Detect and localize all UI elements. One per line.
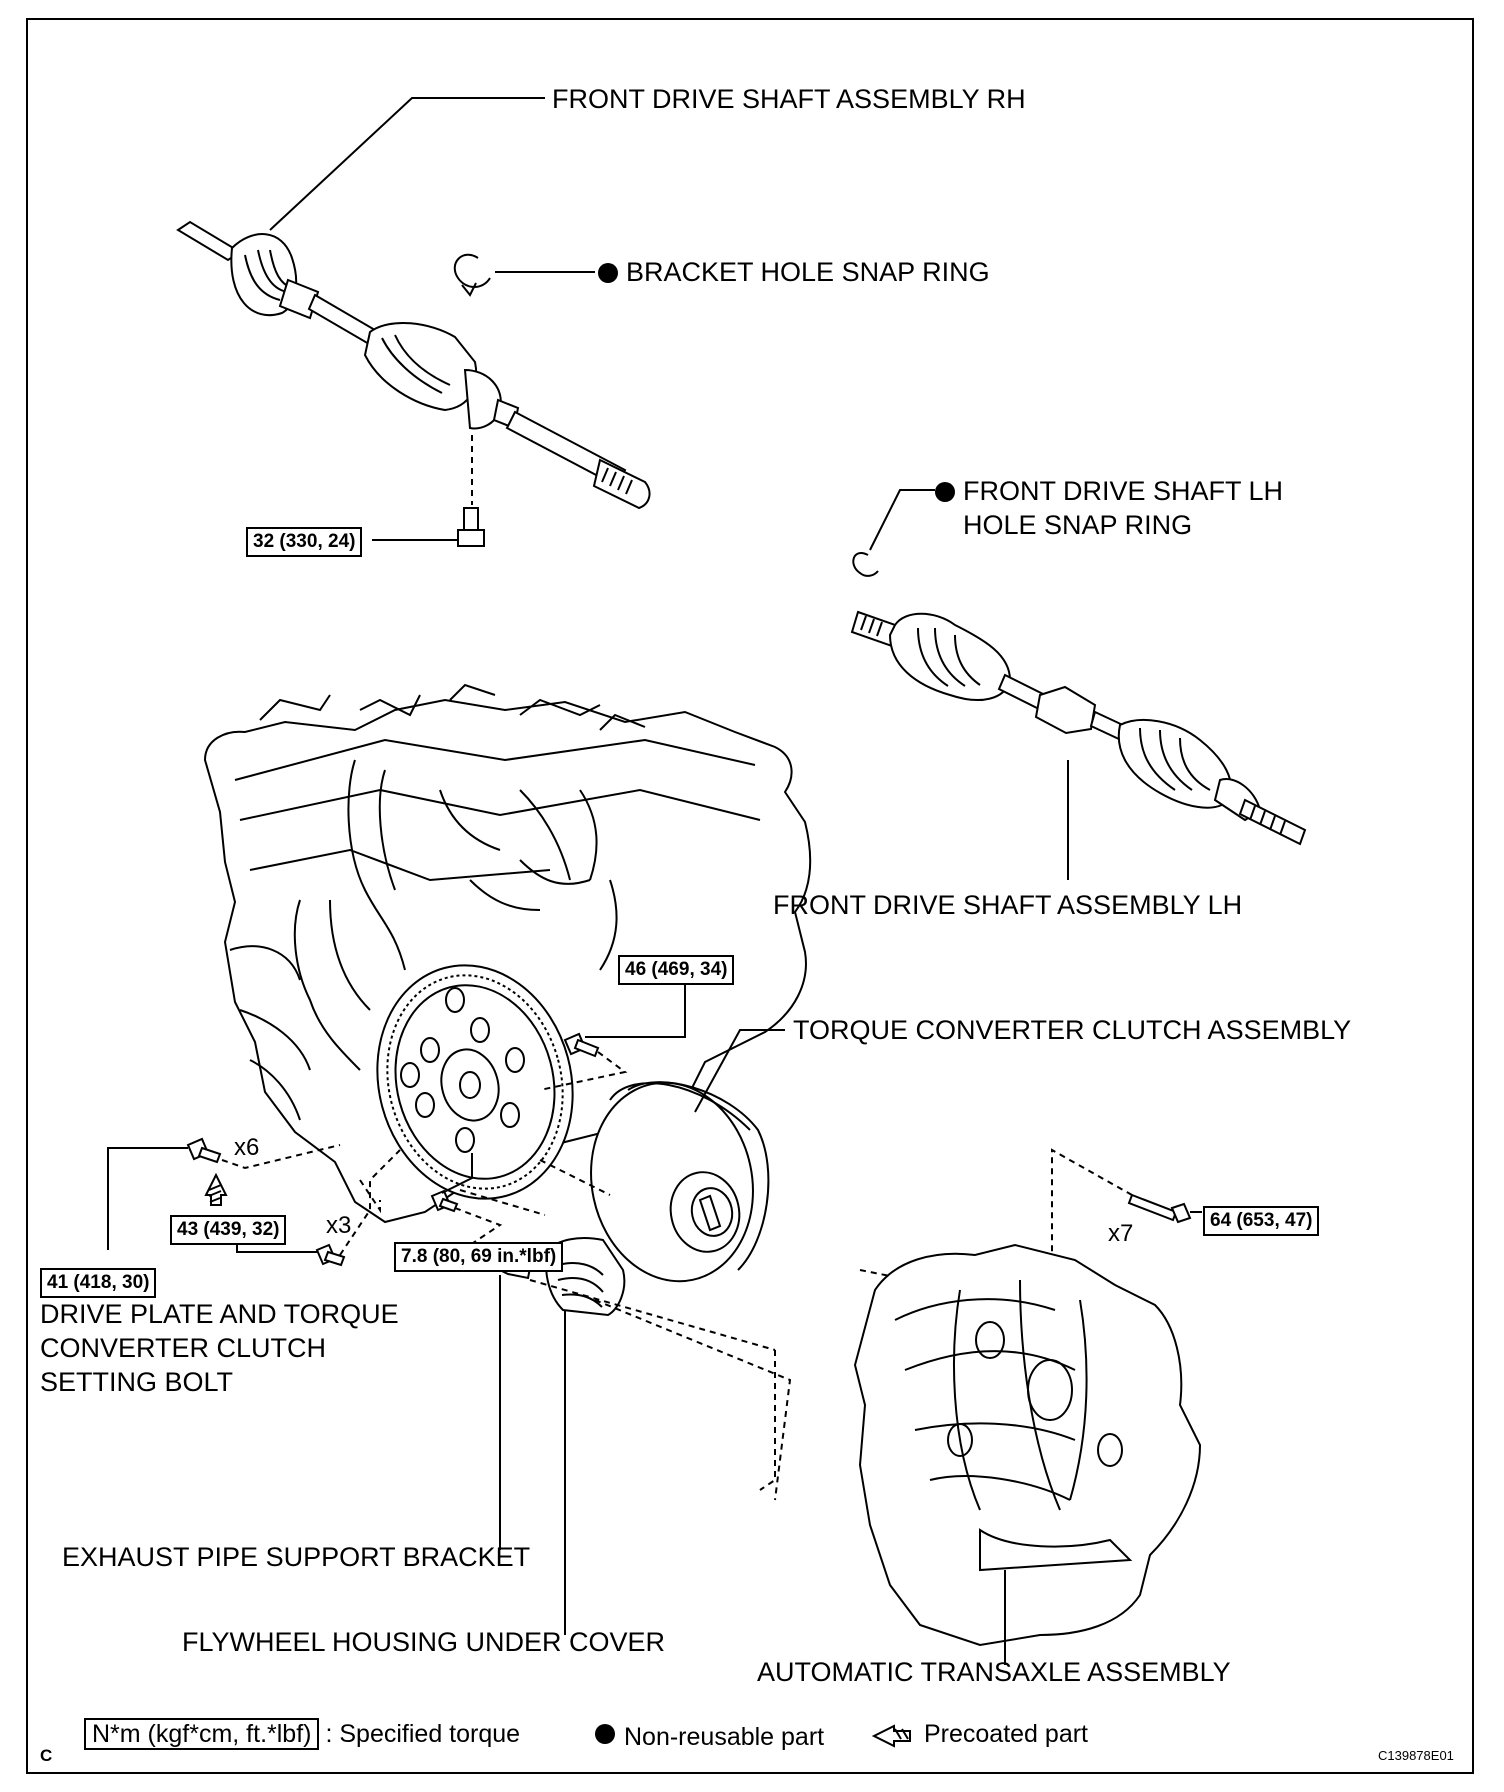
- legend-torque: N*m (kgf*cm, ft.*lbf): Specified torque: [84, 1717, 520, 1751]
- torque-drive-plate-bolt: 46 (469, 34): [618, 955, 735, 985]
- diagram-frame: [26, 18, 1474, 1774]
- label-torque-converter: TORQUE CONVERTER CLUTCH ASSEMBLY: [793, 1015, 1352, 1045]
- corner-letter: C: [40, 1746, 53, 1765]
- torque-housing-bolt: 43 (439, 32): [170, 1215, 287, 1245]
- drive-shaft-rh-illustration: [176, 220, 651, 510]
- label-exhaust-bracket: EXHAUST PIPE SUPPORT BRACKET: [62, 1542, 531, 1572]
- housing-bolt-illustration: [315, 1243, 346, 1267]
- label-lh-snap-ring-line1: FRONT DRIVE SHAFT LH: [963, 476, 1284, 506]
- bracket-bolt-illustration: [457, 507, 485, 547]
- transaxle-illustration: [853, 1243, 1202, 1647]
- label-lh-snap-ring-line2: HOLE SNAP RING: [963, 510, 1193, 540]
- non-reusable-dot-icon: [595, 1724, 615, 1744]
- label-setting-bolt-line3: SETTING BOLT: [40, 1367, 234, 1397]
- label-drive-shaft-rh: FRONT DRIVE SHAFT ASSEMBLY RH: [552, 84, 1026, 114]
- cover-bolt-illustration: [430, 1189, 459, 1213]
- legend-nonreusable: Non-reusable part: [624, 1723, 825, 1751]
- label-bracket-snap-ring-text: BRACKET HOLE SNAP RING: [626, 257, 990, 287]
- drive-plate-illustration: [376, 964, 574, 1200]
- label-drive-shaft-lh: FRONT DRIVE SHAFT ASSEMBLY LH: [773, 890, 1243, 920]
- torque-bracket-bolt: 32 (330, 24): [246, 527, 363, 557]
- label-transaxle: AUTOMATIC TRANSAXLE ASSEMBLY: [757, 1657, 1231, 1687]
- legend-precoated: Precoated part: [924, 1720, 1088, 1748]
- legend-torque-unit: N*m (kgf*cm, ft.*lbf): [84, 1718, 320, 1750]
- torque-converter-illustration: [590, 1081, 770, 1283]
- non-reusable-dot-icon: [598, 263, 618, 283]
- bracket-snap-ring-illustration: [453, 253, 491, 297]
- label-under-cover: FLYWHEEL HOUSING UNDER COVER: [182, 1627, 666, 1657]
- label-setting-bolt-line2: CONVERTER CLUTCH: [40, 1333, 327, 1363]
- torque-cover-bolt: 7.8 (80, 69 in.*lbf): [394, 1242, 564, 1272]
- label-bracket-snap-ring: BRACKET HOLE SNAP RING: [598, 255, 990, 289]
- qty-setting-bolt: x6: [234, 1134, 260, 1161]
- torque-transaxle-bolt: 64 (653, 47): [1203, 1206, 1320, 1236]
- setting-bolt-illustration: [186, 1137, 222, 1164]
- label-lh-snap-ring: FRONT DRIVE SHAFT LH: [935, 474, 1283, 508]
- qty-housing-bolt: x3: [326, 1212, 352, 1239]
- non-reusable-dot-icon: [935, 482, 955, 502]
- precoated-arrow-icon: [204, 1172, 228, 1206]
- label-setting-bolt-line1: DRIVE PLATE AND TORQUE: [40, 1299, 399, 1329]
- drive-plate-bolt-illustration: [563, 1032, 600, 1058]
- transaxle-bolt-illustration: [1127, 1193, 1192, 1224]
- legend-precoated-arrow-icon: [871, 1724, 911, 1748]
- drive-shaft-lh-illustration: [850, 610, 1307, 846]
- qty-transaxle-bolt: x7: [1108, 1220, 1134, 1247]
- figure-id: C139878E01: [1378, 1748, 1454, 1763]
- lh-snap-ring-illustration: [852, 552, 879, 577]
- legend-torque-desc: : Specified torque: [325, 1720, 521, 1748]
- torque-setting-bolt: 41 (418, 30): [40, 1268, 157, 1298]
